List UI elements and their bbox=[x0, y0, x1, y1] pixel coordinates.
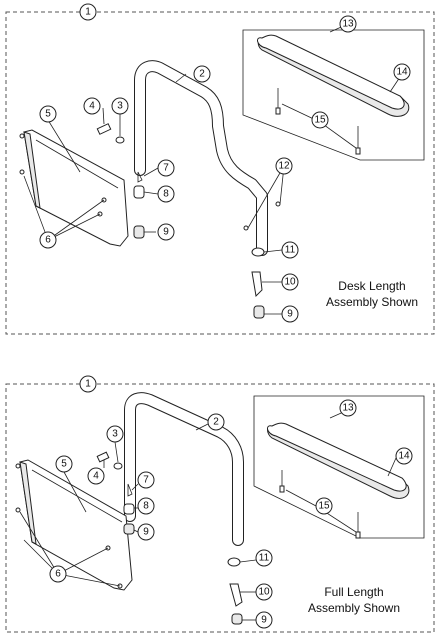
callout-7: 7 bbox=[137, 471, 155, 489]
release-lever bbox=[229, 583, 243, 607]
svg-text:10: 10 bbox=[284, 277, 296, 288]
side-panel bbox=[19, 459, 133, 591]
panel-frame bbox=[5, 383, 435, 633]
callout-5: 5 bbox=[55, 455, 73, 473]
panel-full-length: 1 2 3 4 5 6 7 8 9 9 11 10 13 14 15 Full … bbox=[5, 375, 435, 633]
lock-ring bbox=[251, 247, 265, 257]
callout-13: 13 bbox=[339, 399, 357, 417]
callout-1: 1 bbox=[79, 3, 97, 21]
svg-text:15: 15 bbox=[318, 501, 330, 512]
washer bbox=[113, 462, 123, 470]
svg-text:2: 2 bbox=[213, 417, 219, 428]
callout-8: 8 bbox=[157, 185, 175, 203]
panel-desk-length: 1 2 3 4 5 6 7 8 9 9 11 10 12 13 14 15 De… bbox=[5, 3, 435, 335]
callout-9-lower: 9 bbox=[281, 305, 299, 323]
release-lever bbox=[251, 271, 263, 298]
svg-text:9: 9 bbox=[287, 309, 293, 320]
end-cap bbox=[133, 225, 145, 239]
callout-8: 8 bbox=[137, 497, 155, 515]
callout-4: 4 bbox=[83, 97, 101, 115]
svg-text:9: 9 bbox=[143, 527, 149, 538]
svg-text:11: 11 bbox=[285, 245, 296, 256]
callout-2: 2 bbox=[207, 413, 225, 431]
leader-lines bbox=[19, 409, 397, 621]
svg-text:7: 7 bbox=[143, 475, 149, 486]
callout-11: 11 bbox=[255, 549, 273, 567]
svg-text:9: 9 bbox=[163, 227, 169, 238]
svg-text:13: 13 bbox=[342, 403, 354, 414]
callout-9: 9 bbox=[137, 523, 155, 541]
svg-text:Desk Length: Desk Length bbox=[338, 279, 405, 293]
callout-9: 9 bbox=[157, 223, 175, 241]
callout-9-lower: 9 bbox=[255, 611, 273, 629]
callout-10: 10 bbox=[281, 273, 299, 291]
callout-3: 3 bbox=[106, 425, 124, 443]
svg-text:3: 3 bbox=[117, 101, 123, 112]
callout-15: 15 bbox=[311, 111, 329, 129]
callout-2: 2 bbox=[193, 65, 211, 83]
svg-text:13: 13 bbox=[342, 19, 354, 30]
armpad bbox=[257, 34, 410, 117]
assembly-caption: Full Length Assembly Shown bbox=[308, 585, 400, 615]
end-cap-lower bbox=[231, 613, 243, 625]
clip bbox=[127, 483, 133, 497]
svg-text:2: 2 bbox=[199, 69, 205, 80]
armpad-inset-frame bbox=[253, 395, 425, 539]
svg-text:3: 3 bbox=[112, 429, 118, 440]
svg-text:Full Length: Full Length bbox=[324, 585, 383, 599]
svg-text:10: 10 bbox=[258, 587, 270, 598]
svg-text:Assembly Shown: Assembly Shown bbox=[308, 601, 400, 615]
callout-5: 5 bbox=[39, 105, 57, 123]
callout-1: 1 bbox=[79, 375, 97, 393]
bushing bbox=[133, 185, 145, 199]
svg-text:4: 4 bbox=[89, 101, 95, 112]
washer bbox=[115, 136, 125, 144]
callout-12: 12 bbox=[275, 157, 293, 175]
callout-6: 6 bbox=[39, 231, 57, 249]
callout-3: 3 bbox=[111, 97, 129, 115]
callout-4: 4 bbox=[87, 467, 105, 485]
leader-lines bbox=[23, 23, 403, 315]
svg-text:Assembly Shown: Assembly Shown bbox=[326, 295, 418, 309]
callout-13: 13 bbox=[339, 15, 357, 33]
svg-text:5: 5 bbox=[45, 109, 51, 120]
svg-text:1: 1 bbox=[85, 7, 91, 18]
side-panel bbox=[23, 129, 129, 247]
svg-text:14: 14 bbox=[396, 67, 408, 78]
end-cap-lower bbox=[253, 305, 265, 319]
lock-ring bbox=[227, 557, 241, 567]
callout-11: 11 bbox=[281, 241, 299, 259]
panel-frame bbox=[5, 11, 435, 335]
bushing bbox=[123, 503, 135, 515]
svg-text:11: 11 bbox=[259, 553, 270, 564]
bolt bbox=[96, 123, 112, 135]
armpad bbox=[267, 422, 410, 499]
svg-text:6: 6 bbox=[45, 235, 51, 246]
callout-6: 6 bbox=[49, 565, 67, 583]
assembly-caption: Desk Length Assembly Shown bbox=[326, 279, 418, 309]
callout-10: 10 bbox=[255, 583, 273, 601]
callout-7: 7 bbox=[157, 159, 175, 177]
svg-text:4: 4 bbox=[93, 471, 99, 482]
armpad-screws bbox=[279, 470, 361, 539]
svg-text:5: 5 bbox=[61, 459, 67, 470]
armpad-inset-frame bbox=[242, 29, 425, 161]
armpad-screws bbox=[275, 88, 361, 155]
callout-14: 14 bbox=[393, 63, 411, 81]
svg-text:9: 9 bbox=[261, 615, 267, 626]
svg-text:1: 1 bbox=[85, 379, 91, 390]
callout-14: 14 bbox=[395, 447, 413, 465]
callout-15: 15 bbox=[315, 497, 333, 515]
svg-text:7: 7 bbox=[163, 163, 169, 174]
svg-text:8: 8 bbox=[143, 501, 149, 512]
svg-text:12: 12 bbox=[278, 161, 290, 172]
svg-text:6: 6 bbox=[55, 569, 61, 580]
bolt bbox=[96, 451, 110, 463]
end-cap bbox=[123, 523, 135, 535]
svg-text:14: 14 bbox=[398, 451, 410, 462]
clip bbox=[137, 171, 143, 183]
svg-text:15: 15 bbox=[314, 115, 326, 126]
svg-text:8: 8 bbox=[163, 189, 169, 200]
